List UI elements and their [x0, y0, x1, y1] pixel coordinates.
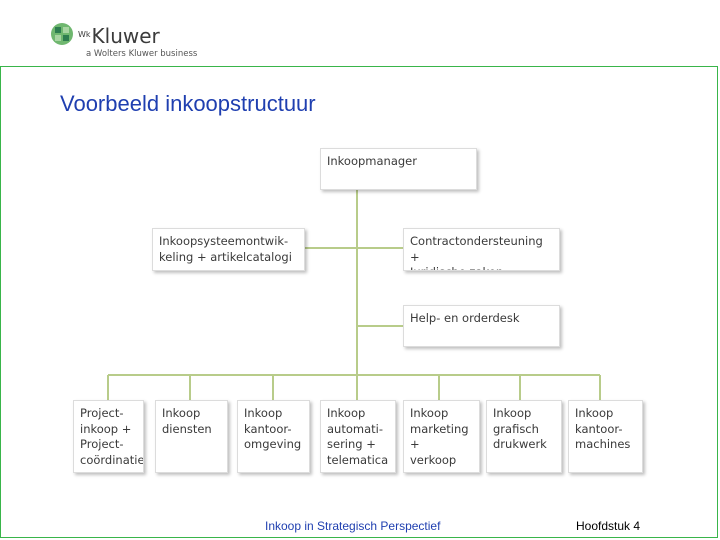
- slide-title: Voorbeeld inkoopstructuur: [60, 91, 316, 116]
- box-unit-marketing: Inkoop marketing + verkoop: [403, 400, 480, 473]
- box-unit-automatisering: Inkoop automati- sering + telematica: [320, 400, 396, 473]
- box-unit-kantooromgeving: Inkoop kantoor- omgeving: [237, 400, 310, 473]
- box-unit-grafisch: Inkoop grafisch drukwerk: [486, 400, 562, 473]
- box-unit-projectinkoop: Project- inkoop + Project- coördinatie: [73, 400, 144, 473]
- box-unit-kantoormachines: Inkoop kantoor- machines: [568, 400, 643, 473]
- box-inkoopmanager: Inkoopmanager: [320, 148, 477, 190]
- box-staff-systeemontwikkeling: Inkoopsysteemontwik- keling + artikelcat…: [152, 228, 305, 271]
- kluwer-logo-icon: [51, 23, 73, 45]
- box-unit-diensten: Inkoop diensten: [155, 400, 228, 473]
- box-staff-helpdesk: Help- en orderdesk: [403, 305, 560, 347]
- slide-frame: [0, 66, 718, 538]
- box-staff-contractondersteuning: Contractondersteuning + Juridische zaken: [403, 228, 560, 271]
- footer-book-title: Inkoop in Strategisch Perspectief: [265, 519, 441, 533]
- footer-chapter: Hoofdstuk 4: [576, 519, 641, 533]
- logo-name: WkKluwer: [78, 24, 160, 48]
- logo-tagline: a Wolters Kluwer business: [86, 49, 198, 59]
- kluwer-logo: WkKluwer a Wolters Kluwer business: [50, 22, 220, 62]
